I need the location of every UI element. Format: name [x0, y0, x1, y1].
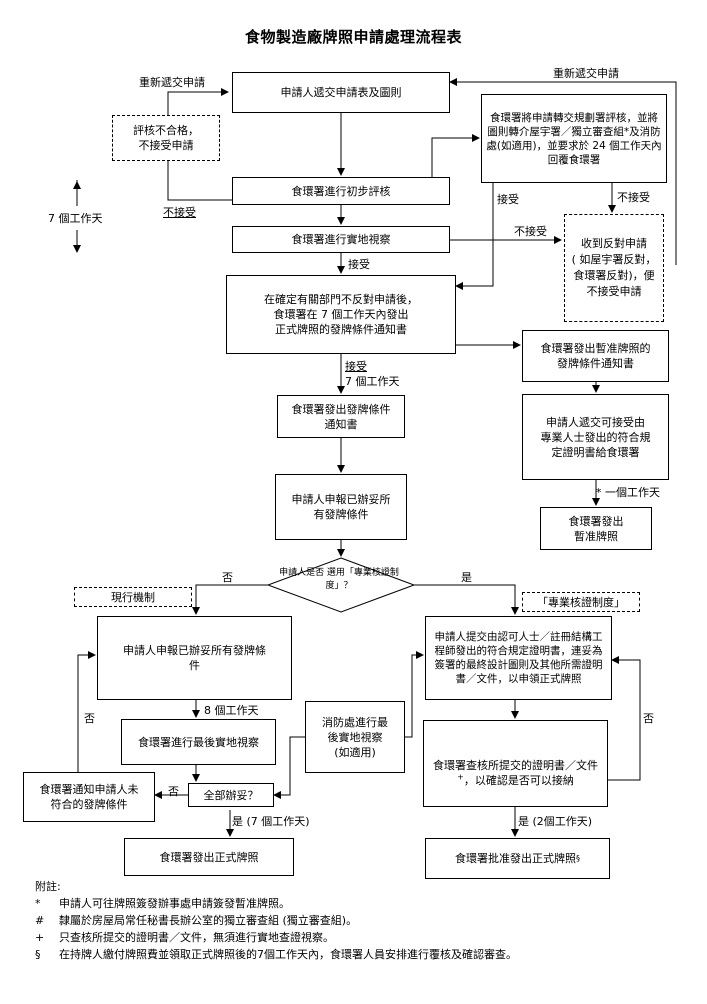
- reject-label-2: 不接受: [617, 191, 650, 204]
- all-done-box: 全部辦妥？: [188, 783, 274, 807]
- footnote-row: + 只查核所提交的證明書／文件，無須進行實地查證視察。: [35, 929, 517, 946]
- provisional-certificate-box: 申請人遞交可接受由 專業人士發出的符合規 定證明書給食環署: [522, 394, 669, 480]
- provisional-notice-box: 食環署發出暫准牌照的 發牌條件通知書: [522, 330, 669, 382]
- footnotes: 附註: * 申請人可往牌照簽發辦事處申請簽發暫准牌照。 # 隸屬於房屋局常任秘書長辦…: [35, 878, 517, 963]
- footnote-text: 隸屬於房屋局常任秘書長辦公室的獨立審查組 (獨立審查組)。: [59, 914, 358, 927]
- approve-full-text: 食環署批准發出正式牌照: [455, 852, 576, 865]
- no-label: 否: [222, 571, 233, 584]
- footnote-row: * 申請人可往牌照簽發辦事處申請簽發暫准牌照。: [35, 895, 517, 912]
- submit-application-box: 申請人遞交申請表及圖則: [232, 72, 450, 113]
- left-report-box: 申請人申報已辦妥所有發牌條 件: [97, 616, 292, 700]
- no-left-label: 否: [84, 712, 95, 725]
- site-inspection-box: 食環署進行實地視察: [232, 226, 450, 253]
- issue-full-licence-box: 食環署發出正式牌照: [124, 838, 294, 876]
- footnote-symbol: +: [35, 931, 45, 944]
- page-title: 食物製造廠牌照申請處理流程表: [244, 28, 462, 46]
- footnote-text: 在持牌人繳付牌照費並領取正式牌照後的7個工作天內，食環署人員安排進行覆核及確認審…: [59, 948, 517, 961]
- yes-label: 是: [461, 571, 472, 584]
- assessment-fail-box: 評核不合格， 不接受申請: [112, 115, 220, 161]
- yes-seven-label: 是 (7 個工作天): [232, 815, 310, 828]
- footnote-symbol: *: [35, 897, 41, 910]
- preliminary-assessment-box: 食環署進行初步評核: [232, 177, 450, 205]
- footnote-symbol: §: [35, 948, 41, 961]
- conditions-notice-box: 在確定有關部門不反對申請後， 食環署在 7 個工作天內發出 正式牌照的發牌條件通…: [226, 275, 456, 354]
- seven-days-label: 7 個工作天: [48, 212, 103, 225]
- notify-unmet-box: 食環署通知申請人未 符合的發牌條件: [23, 772, 155, 822]
- resubmit-right-label: 重新遞交申請: [553, 67, 619, 80]
- professional-scheme-decision: 申請人是否 選用「專業核證制度」？: [279, 568, 399, 591]
- current-mechanism-box: 現行機制: [74, 587, 192, 607]
- issue-conditions-box: 食環署發出發牌條件 通知書: [277, 395, 405, 438]
- footnotes-heading: 附註:: [35, 880, 61, 893]
- footnote-text: 申請人可往牌照簽發辦事處申請簽發暫准牌照。: [59, 897, 290, 910]
- plus-mark: +: [457, 772, 464, 782]
- footnote-text: 只查核所提交的證明書／文件，無須進行實地查證視察。: [59, 931, 334, 944]
- approve-full-licence-box: 食環署批准發出正式牌照§: [425, 838, 610, 879]
- professional-submit-box: 申請人提交由認可人士／註冊結構工程師發出的符合規定證明書，連妥為簽署的最終設計圖…: [425, 616, 612, 700]
- yes-two-label: 是 (2個工作天): [518, 815, 593, 828]
- footnote-symbol: #: [35, 914, 45, 927]
- check-documents-box: 食環署查核所提交的證明書／文件+，以確認是否可以接納: [423, 720, 608, 807]
- professional-scheme-box: 「專業核證制度」: [522, 592, 640, 612]
- no-right-label: 否: [643, 712, 654, 725]
- check-documents-text: 食環署查核所提交的證明書／文件: [433, 759, 598, 772]
- one-day-label: * 一個工作天: [596, 486, 660, 499]
- resubmit-left-label: 重新遞交申請: [139, 76, 205, 89]
- applicant-report-box: 申請人申報已辦妥所 有發牌條件: [275, 474, 407, 540]
- no-label-2: 否: [168, 785, 179, 798]
- final-inspection-box: 食環署進行最後實地視察: [121, 719, 276, 765]
- seven-days-label-2: 7 個工作天: [345, 375, 400, 388]
- provisional-licence-box: 食環署發出 暫准牌照: [540, 507, 652, 550]
- accept-label-3: 接受: [345, 360, 367, 373]
- accept-label-1: 接受: [497, 193, 519, 206]
- accept-label-2: 接受: [348, 258, 370, 271]
- footnote-row: # 隸屬於房屋局常任秘書長辦公室的獨立審查組 (獨立審查組)。: [35, 912, 517, 929]
- reject-label-3: 不接受: [514, 225, 547, 238]
- transfer-to-planning-box: 食環署將申請轉交規劃署評核，並將圖則轉介屋宇署／獨立審查組*及消防處(如適用)，…: [481, 94, 667, 183]
- objection-received-box: 收到反對申請 ( 如屋宇署反對，食環署反對)，便不接受申請: [564, 214, 664, 322]
- fire-services-box: 消防處進行最 後實地視察 (如適用): [305, 701, 405, 773]
- eight-days-label: 8 個工作天: [204, 704, 259, 717]
- footnote-row: § 在持牌人繳付牌照費並領取正式牌照後的7個工作天內，食環署人員安排進行覆核及確認…: [35, 946, 517, 963]
- reject-label-1: 不接受: [163, 206, 196, 219]
- check-documents-text-2: ，以確認是否可以接納: [463, 774, 574, 787]
